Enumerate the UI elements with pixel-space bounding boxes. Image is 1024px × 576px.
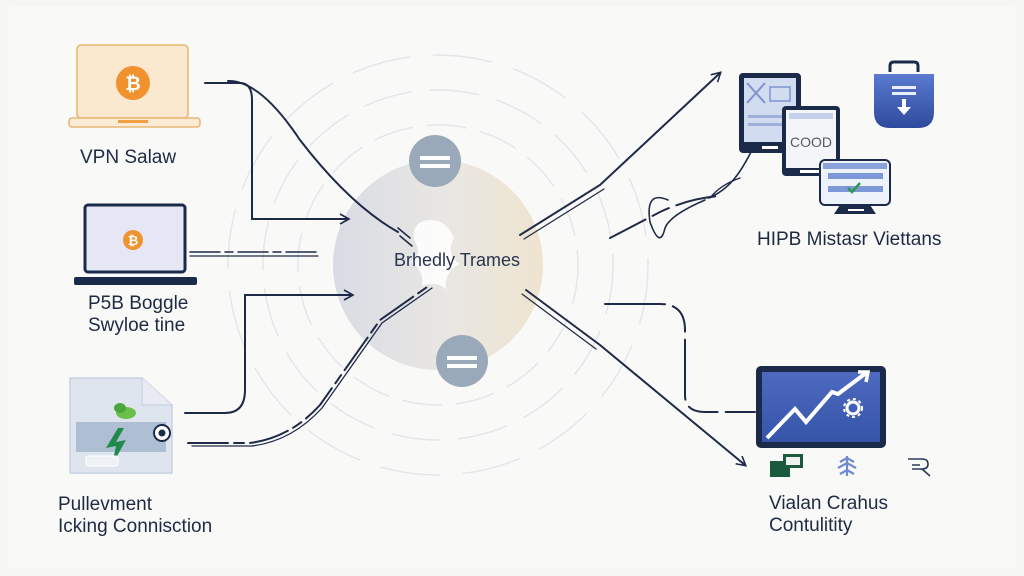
connector-hipb-3	[609, 195, 721, 239]
devices-cluster-icon[interactable]: COOD	[739, 73, 891, 214]
shopping-bag-download-icon[interactable]	[874, 60, 934, 128]
connector-vialan-3	[604, 303, 756, 413]
label-line: Vialan Crahus	[769, 493, 889, 514]
label-line: VPN Salaw	[80, 147, 177, 168]
trend-line-icon	[765, 371, 868, 440]
hub-top-badge	[409, 135, 461, 187]
connector-hipb-2	[523, 188, 605, 240]
document-lightning-icon[interactable]	[69, 377, 173, 474]
connector-doc-3	[191, 287, 433, 447]
connector-vpn-2	[227, 79, 399, 233]
connector-hipb-squiggle	[648, 149, 753, 239]
equals-icon	[409, 135, 461, 187]
concentric-rings	[227, 54, 649, 476]
node-label-vpn: VPN Salaw	[80, 147, 176, 169]
label-line: Contulitity	[769, 515, 853, 536]
check-icon	[847, 182, 861, 194]
ring-2	[262, 89, 614, 441]
gear-icon	[845, 400, 861, 416]
equals-icon	[436, 335, 488, 387]
connectors	[184, 71, 756, 467]
label-line: Swyloe tine	[88, 315, 186, 336]
cursor-sign-icon	[908, 458, 931, 477]
label-line: P5B Boggle	[88, 293, 189, 314]
label-line: Pullevment	[58, 494, 152, 515]
tree-icon	[837, 456, 857, 476]
ring-1	[297, 124, 579, 406]
label-line: Icking Connisction	[58, 516, 213, 537]
connector-hipb-squiggle-2	[709, 177, 741, 199]
connector-doc-1	[184, 289, 355, 414]
node-label-hipb: HIPB Mistasr Viettans	[757, 229, 941, 251]
p5b-laptop-icon[interactable]: ₿	[74, 203, 197, 285]
cood-screen-text: COOD	[790, 134, 832, 150]
ring-3	[227, 54, 649, 476]
node-label-pullev: Pullevment Icking Connisction	[58, 494, 212, 538]
connector-vpn-tail	[397, 227, 413, 247]
hub-label: Brhedly Trames	[394, 250, 521, 270]
hub-bottom-badge	[436, 335, 488, 387]
bitcoin-icon	[116, 66, 150, 100]
windows-stack-icon	[770, 454, 803, 477]
hub-silhouette-icon	[410, 220, 460, 290]
lightning-icon	[106, 428, 126, 465]
svg-text:₿: ₿	[128, 233, 139, 248]
connector-hipb-1	[519, 71, 722, 236]
connector-doc-2	[187, 284, 431, 444]
download-arrow-icon	[897, 99, 911, 115]
hub-node[interactable]	[333, 160, 543, 370]
connector-vialan-2	[521, 293, 597, 350]
label-line: HIPB Mistasr Viettans	[757, 229, 942, 250]
node-label-vialan: Vialan Crahus Contulitity	[769, 493, 888, 537]
bitcoin-icon	[123, 230, 143, 250]
svg-text:₿: ₿	[125, 74, 140, 95]
vpn-laptop-icon[interactable]: ₿	[68, 44, 201, 128]
connector-vialan-1	[525, 289, 748, 467]
growth-chart-monitor-icon[interactable]	[756, 366, 886, 448]
node-label-p5b: P5B Boggle Swyloe tine	[88, 293, 188, 337]
